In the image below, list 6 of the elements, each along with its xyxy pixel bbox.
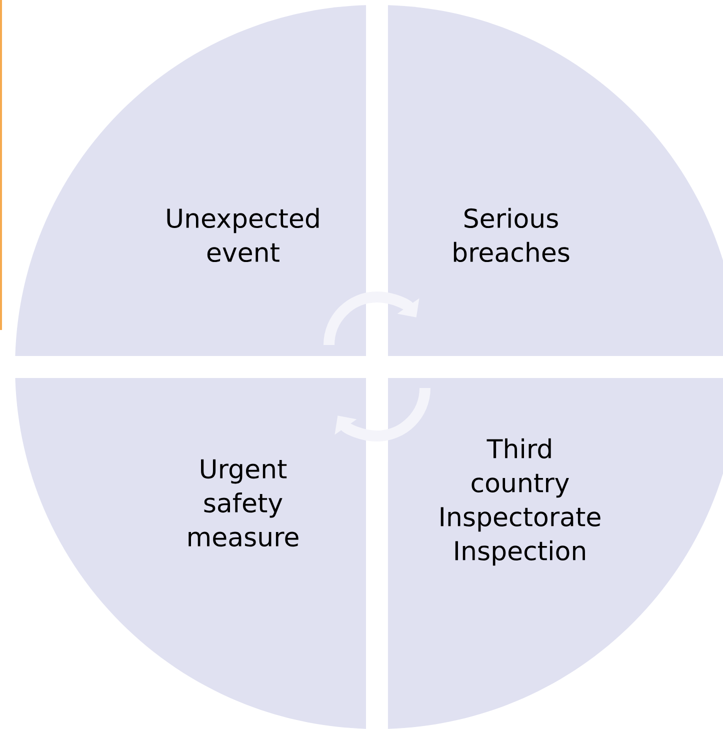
curved-arrow — [324, 292, 420, 346]
quadrant: Urgent safety measure — [15, 378, 366, 729]
curved-arrow — [334, 388, 430, 442]
quadrant: Third country Inspectorate Inspection — [388, 378, 723, 729]
quadrant: Unexpected event — [15, 5, 366, 356]
quadrant: Serious breaches — [388, 5, 723, 356]
